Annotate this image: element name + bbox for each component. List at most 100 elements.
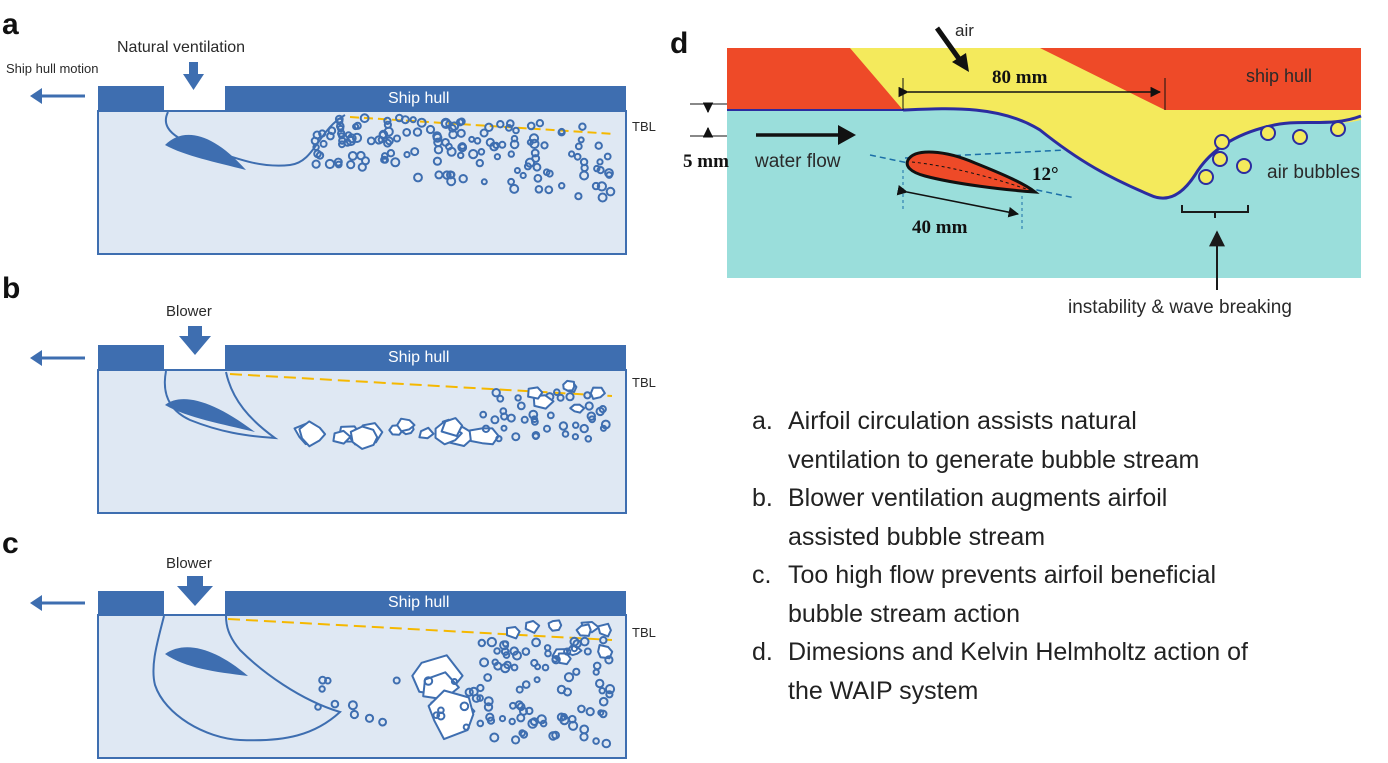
bubble	[327, 126, 337, 135]
bubble	[458, 174, 468, 184]
bubble	[383, 126, 394, 137]
air-cavity-d	[850, 48, 1361, 199]
bubble	[524, 157, 536, 168]
bubble	[468, 149, 479, 160]
bubble	[324, 676, 332, 685]
bubble	[334, 160, 343, 169]
bubble	[597, 644, 614, 660]
air-bubble	[1198, 169, 1214, 185]
bubble	[586, 411, 596, 421]
bubble	[518, 729, 527, 737]
bubble	[505, 124, 513, 132]
bubble	[432, 156, 442, 166]
caption-line: Blower ventilation augments airfoil	[788, 484, 1168, 512]
tbl-line-a	[349, 116, 616, 135]
bubble	[512, 650, 522, 661]
caption-line: ventilation to generate bubble stream	[788, 445, 1200, 474]
bubble	[592, 737, 600, 745]
bubble	[578, 122, 587, 131]
air-arrow-icon	[934, 26, 969, 72]
bubble	[425, 124, 436, 135]
bubble	[412, 127, 423, 137]
bubble	[403, 151, 411, 159]
bubble	[528, 133, 540, 144]
bubble	[520, 415, 529, 424]
bubble	[593, 164, 601, 173]
bubble	[571, 433, 580, 441]
hull-plate-front-c	[98, 591, 164, 615]
bubble	[475, 158, 484, 168]
water-region-c	[97, 614, 627, 759]
caption-line: Dimesions and Kelvin Helmholtz action of	[788, 638, 1248, 666]
bubble	[575, 623, 592, 637]
bubble	[510, 663, 519, 672]
bubble	[573, 152, 582, 161]
air-bubble	[1214, 134, 1230, 150]
bubble	[572, 421, 580, 429]
bubble	[433, 137, 443, 148]
bubble	[344, 131, 353, 139]
hull-plate-front-b	[98, 345, 164, 370]
bubble	[324, 158, 335, 170]
caption-line: Too high flow prevents airfoil beneficia…	[788, 561, 1217, 589]
bubble	[583, 647, 592, 656]
bubble	[551, 655, 559, 663]
bubble	[506, 626, 521, 640]
tbl-line-c	[227, 618, 613, 641]
bubble	[533, 173, 543, 183]
bubble	[530, 148, 540, 158]
bubble	[592, 668, 600, 676]
bubble	[495, 435, 503, 443]
bubble	[500, 663, 511, 674]
caption-line: the WAIP system	[788, 676, 979, 705]
bubble	[496, 394, 505, 403]
bubble-stream-b	[293, 379, 611, 450]
ship-hull-label-d: ship hull	[1246, 66, 1312, 86]
bubble	[410, 147, 420, 157]
bubble	[402, 128, 412, 137]
bubble	[516, 713, 526, 723]
bubble	[498, 715, 507, 723]
bubble	[432, 711, 441, 720]
angle-12-label: 12°	[1032, 164, 1059, 185]
bubble	[457, 151, 465, 160]
dim-5mm-label: 5 mm	[683, 151, 729, 172]
bubble	[498, 140, 507, 149]
air-bubbles-label: air bubbles	[1267, 162, 1360, 183]
bubble	[510, 735, 521, 745]
bubble	[396, 417, 416, 433]
bubble	[450, 678, 458, 685]
air-label-d: air	[955, 21, 974, 40]
bubble	[605, 690, 614, 699]
bubble	[448, 129, 458, 140]
bubble	[432, 132, 443, 143]
bubble	[506, 119, 515, 128]
bubble	[589, 386, 606, 400]
bubble	[364, 713, 375, 723]
bubble	[446, 146, 457, 157]
caption-item-c: c. Too high flow prevents airfoil benefi…	[752, 556, 1372, 633]
bubble	[548, 731, 558, 741]
bubble	[312, 143, 320, 151]
bubble	[500, 647, 510, 656]
bubble	[526, 121, 536, 131]
bubble	[502, 640, 510, 648]
caption-line: Airfoil circulation assists natural	[788, 407, 1137, 435]
bubble	[604, 655, 614, 665]
bubble	[543, 424, 551, 433]
bubble	[483, 696, 494, 707]
bubble	[579, 724, 590, 735]
bubble	[535, 119, 545, 128]
caption-list: a. Airfoil circulation assists natural v…	[752, 402, 1372, 710]
bubble	[349, 709, 359, 720]
bubble	[583, 391, 592, 400]
bubble	[409, 116, 417, 124]
bubble	[440, 117, 451, 129]
bubble	[534, 185, 544, 194]
bubble	[596, 166, 605, 175]
bubble	[539, 719, 548, 728]
blower-arrow-icon	[177, 576, 213, 606]
dim-80mm-label: 80 mm	[992, 67, 1048, 88]
bubble	[493, 647, 501, 655]
bubble	[481, 424, 491, 433]
